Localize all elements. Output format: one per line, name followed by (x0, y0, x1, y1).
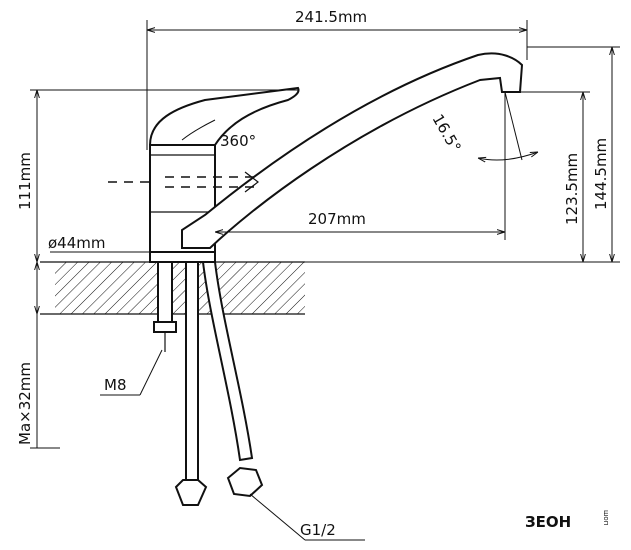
spout-reach-label: 207mm (308, 210, 366, 228)
body-height-label: 111mm (16, 152, 34, 210)
logo-sub: шоп (602, 510, 610, 525)
dim-spout-angle: 16.5° (429, 91, 538, 160)
base-diameter-label: ø44mm (48, 234, 106, 252)
dim-counter-thickness: Ma×32mm (16, 262, 60, 449)
total-height-label: 144.5mm (592, 138, 610, 210)
logo-brand: ЗЕОН (525, 513, 571, 531)
callout-stud-thread: M8 (100, 349, 163, 396)
spout-height-label: 123.5mm (563, 153, 581, 225)
mounting-stud (153, 261, 177, 352)
flexible-hoses (174, 261, 264, 506)
dim-spout-reach: 207mm (215, 92, 506, 240)
dim-overall-length: 241.5mm (146, 8, 528, 150)
spout-angle-label: 16.5° (429, 111, 465, 155)
swivel-arrowhead (244, 171, 259, 193)
dim-base-diameter: ø44mm (48, 234, 150, 253)
dim-body-height: 111mm (16, 89, 298, 262)
brand-logo: ЗЕОН шоп (525, 510, 610, 531)
dim-total-height: 144.5mm (305, 46, 620, 263)
swivel-angle-label: 360° (220, 132, 256, 150)
stud-thread-label: M8 (104, 376, 127, 394)
lever-handle (148, 86, 300, 146)
overall-length-label: 241.5mm (295, 8, 367, 26)
callout-hose-thread: G1/2 (249, 493, 365, 541)
counter-thickness-label: Ma×32mm (16, 362, 34, 445)
hose-thread-label: G1/2 (300, 521, 336, 539)
dim-swivel-angle: 360° (220, 132, 256, 150)
dim-spout-height: 123.5mm (520, 91, 590, 262)
spout (181, 52, 524, 249)
